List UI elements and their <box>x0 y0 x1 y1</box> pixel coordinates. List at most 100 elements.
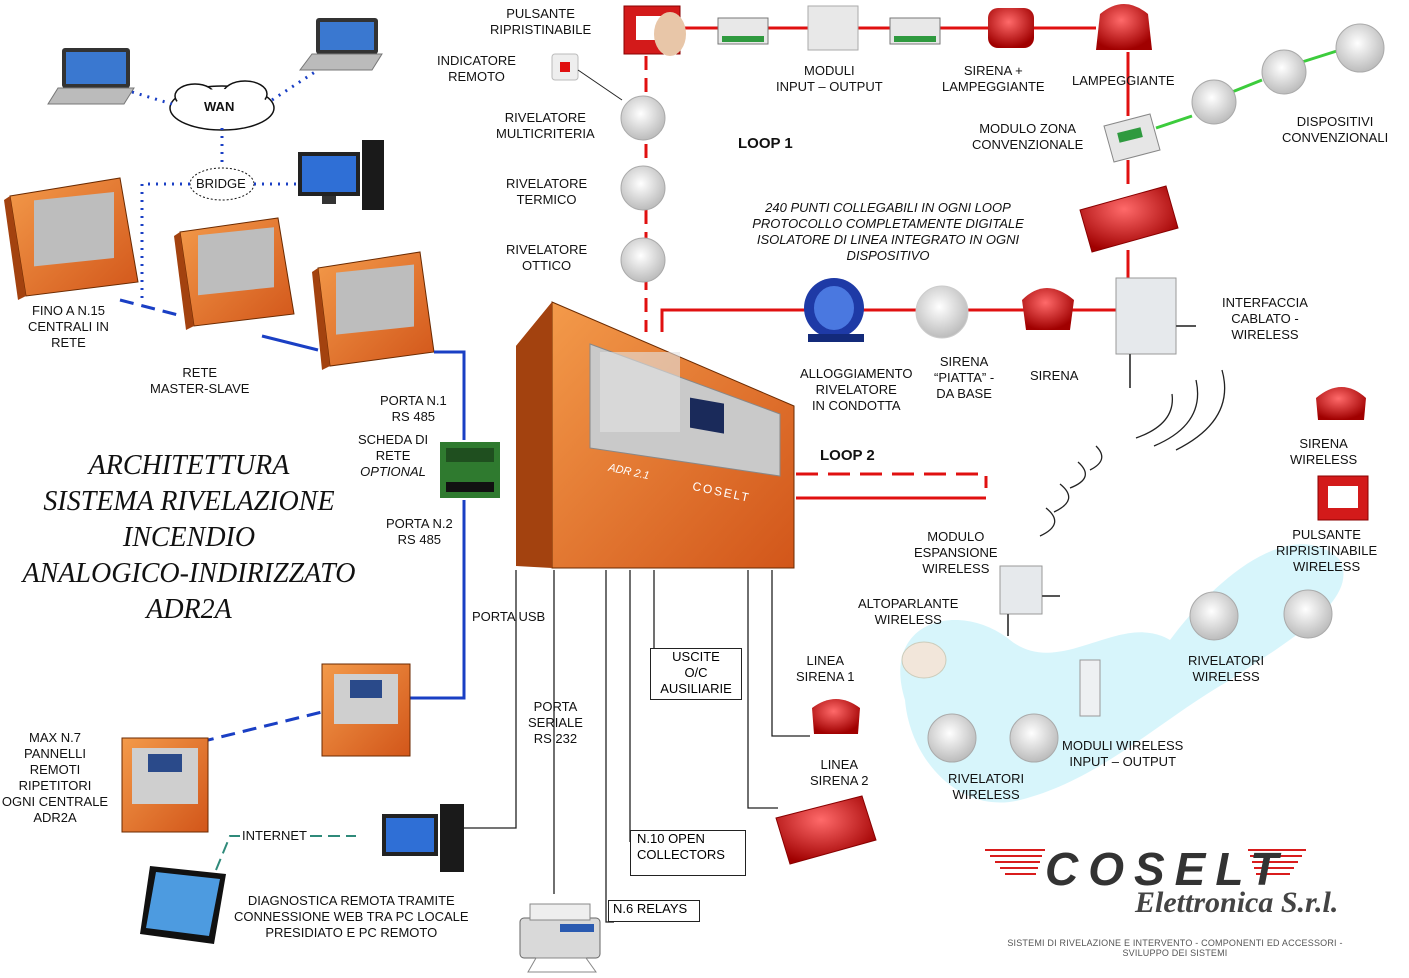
wireless-detector-bottom-2 <box>1009 713 1059 763</box>
optical-detector <box>620 237 666 283</box>
desktop-pc-top <box>298 140 384 210</box>
sirena-lampeggiante-label: SIRENA +LAMPEGGIANTE <box>942 63 1045 94</box>
siren-strobe <box>988 8 1034 48</box>
rs485-links <box>119 298 466 744</box>
loop1-label: LOOP 1 <box>738 135 793 152</box>
wan-cloud <box>169 80 275 131</box>
logo-tagline: SISTEMI DI RIVELAZIONE E INTERVENTO - CO… <box>1007 938 1343 958</box>
logo-main-text: COSELT <box>1045 843 1289 895</box>
conventional-link <box>1155 48 1341 130</box>
wireless-speaker <box>901 641 947 679</box>
flat-strobe-line-2 <box>775 795 877 865</box>
title-line-4: ANALOGICO-INDIRIZZATO <box>22 558 356 589</box>
wan-dotted-links <box>131 68 319 302</box>
internet-link <box>215 835 356 871</box>
multicriteria-detector <box>620 95 666 141</box>
network-panel-1 <box>4 177 139 300</box>
laptop-right <box>299 18 383 71</box>
wireless-expansion-module <box>999 565 1060 636</box>
tablet <box>140 866 226 944</box>
heat-detector <box>620 165 666 211</box>
flat-strobe-loop1 <box>1079 185 1179 253</box>
wireless-siren <box>1316 387 1366 420</box>
conventional-detector-3 <box>1335 23 1385 73</box>
wireless-signal-arcs <box>1039 369 1226 537</box>
title-line-2: SISTEMA RIVELAZIONE <box>43 486 335 517</box>
conventional-detector-1 <box>1191 79 1237 125</box>
network-panel-2 <box>174 217 295 330</box>
logo-sub-text: Elettronica S.r.l. <box>1135 886 1339 919</box>
sirena-piatta-label: SIRENA“PIATTA” -DA BASE <box>934 354 995 401</box>
network-panel-3 <box>312 251 435 370</box>
internet-label: INTERNET <box>242 828 307 843</box>
main-panel <box>516 301 795 569</box>
sirena-label: SIRENA <box>1030 368 1079 383</box>
wireless-interface <box>1115 277 1196 388</box>
manual-call-point <box>623 5 686 56</box>
coselt-logo-stripes <box>985 849 1306 875</box>
desktop-pc-bottom <box>382 804 464 872</box>
loop2-label: LOOP 2 <box>820 447 875 464</box>
siren-loop1 <box>1022 288 1074 330</box>
wireless-io-module <box>1079 659 1101 717</box>
relays-box: N.6 RELAYS <box>608 900 700 922</box>
wireless-detector-right-1 <box>1189 591 1239 641</box>
porta-usb-label: PORTA USB <box>472 609 546 624</box>
title-line-1: ARCHITETTURA <box>88 450 290 481</box>
bridge-label: BRIDGE <box>196 176 246 191</box>
output-wires <box>464 570 810 923</box>
network-card <box>440 442 500 498</box>
loop2-wiring <box>796 472 988 500</box>
conventional-detector-2 <box>1261 49 1307 95</box>
zone-module <box>1103 113 1161 163</box>
title-line-3: INCENDIO <box>122 522 256 553</box>
laptop-left <box>47 48 135 105</box>
wireless-call-point <box>1317 475 1369 521</box>
title-line-5: ADR2A <box>146 594 232 625</box>
coselt-logo: COSELT Elettronica S.r.l. SISTEMI DI RIV… <box>985 842 1385 962</box>
wireless-detector-bottom-1 <box>927 713 977 763</box>
wan-label: WAN <box>204 99 235 114</box>
siren-line-1 <box>812 699 860 734</box>
io-module-2 <box>807 5 859 51</box>
flat-siren <box>915 285 969 339</box>
loop1-wiring <box>644 26 1130 332</box>
wireless-detector-right-2 <box>1283 589 1333 639</box>
duct-detector-housing <box>804 278 864 342</box>
printer <box>519 903 601 973</box>
lampeggiante-label: LAMPEGGIANTE <box>1072 73 1175 88</box>
diagram-title: ARCHITETTURA SISTEMA RIVELAZIONE INCENDI… <box>0 448 378 628</box>
beacon <box>1096 4 1152 50</box>
